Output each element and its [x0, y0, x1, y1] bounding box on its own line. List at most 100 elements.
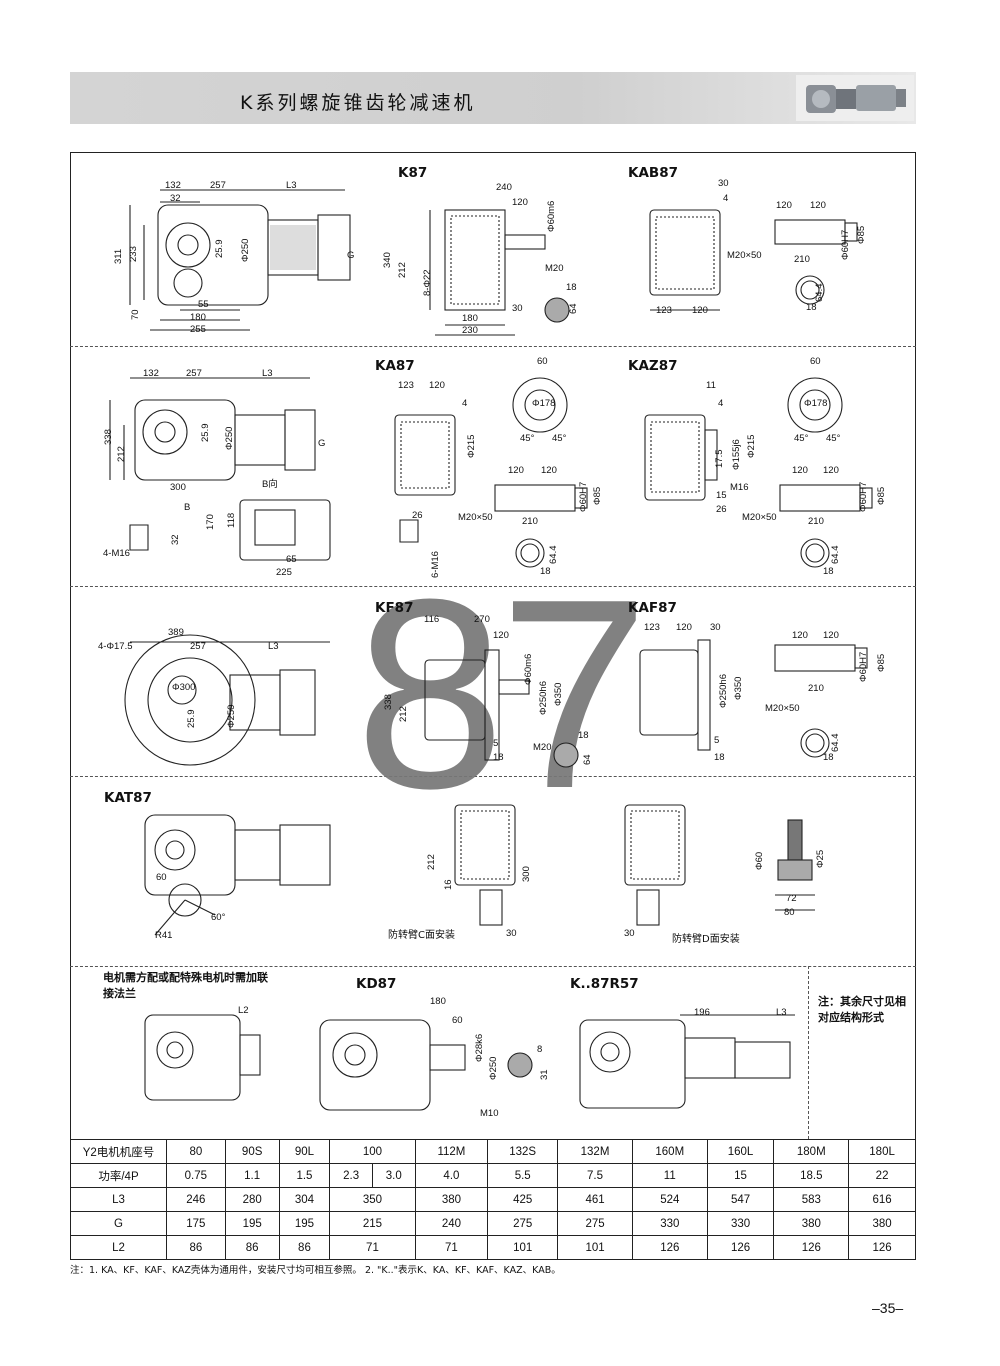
dim-label: 30 [512, 303, 523, 314]
k87r57-title: K..87R57 [570, 976, 639, 992]
table-cell: 126 [631, 1235, 708, 1260]
table-cell: 380 [848, 1211, 916, 1236]
dim-label: G [318, 438, 326, 449]
header-band [70, 72, 916, 124]
section-separator [70, 346, 916, 347]
dim-label: M20 [545, 263, 564, 274]
kat87-d-drawing [624, 804, 686, 926]
dim-label: 60° [211, 912, 226, 923]
dim-label: 32 [170, 534, 181, 545]
dim-label: 300 [521, 866, 532, 882]
table-cell: 2.3 [329, 1163, 373, 1188]
dim-label: Φ250 [488, 1056, 499, 1080]
k87r57-drawing [579, 1014, 795, 1109]
dim-label: 64.4 [814, 283, 825, 303]
dim-label: 338 [103, 429, 114, 445]
note-separator [808, 966, 809, 1139]
dim-label: 45° [552, 433, 567, 444]
dim-label: L3 [776, 1007, 787, 1018]
table-cell: 350 [329, 1187, 416, 1212]
dim-label: 26 [716, 504, 727, 515]
dim-label: 5 [493, 738, 499, 749]
row-header: Y2电机机座号 [70, 1139, 167, 1164]
dim-label: 118 [226, 512, 237, 528]
table-cell: 112M [414, 1139, 489, 1164]
dim-label: 120 [823, 630, 839, 641]
row-header: 功率/4P [70, 1163, 167, 1188]
dim-label: B向 [262, 479, 278, 490]
dim-label: M20×50 [458, 512, 493, 523]
spec-table: Y2电机机座号 80 90S 90L 100 112M 132S 132M 16… [70, 1139, 916, 1260]
dim-label: L3 [262, 368, 273, 379]
dim-label: 18 [823, 566, 834, 577]
dim-label: Φ85 [876, 486, 887, 505]
dim-label: 11 [706, 380, 716, 391]
dim-label: 30 [718, 178, 729, 189]
dim-label: Φ215 [746, 434, 757, 458]
table-row: 功率/4P 0.75 1.1 1.5 2.3 3.0 4.0 5.5 7.5 1… [70, 1163, 916, 1188]
dim-label: L3 [286, 180, 297, 191]
ka87-front-drawing [109, 377, 331, 561]
dim-label: 338 [383, 694, 394, 710]
dim-label: 30 [506, 928, 517, 939]
dim-label: 120 [792, 465, 808, 476]
section-separator [70, 966, 916, 967]
kd87-title: KD87 [356, 976, 397, 992]
section-separator [70, 586, 916, 587]
motor-flange-drawing [144, 1014, 261, 1101]
table-cell: 126 [848, 1235, 916, 1260]
table-cell: 90L [278, 1139, 331, 1164]
dim-label: 60 [452, 1015, 463, 1026]
dim-label: 32 [170, 193, 181, 204]
dim-label: 170 [205, 514, 216, 530]
dim-label: 4 [718, 398, 724, 409]
dim-label: 6-M16 [430, 551, 441, 578]
dim-label: 26 [412, 510, 423, 521]
table-cell: 86 [166, 1235, 226, 1260]
row-header: L2 [70, 1235, 167, 1260]
dim-label: 257 [210, 180, 226, 191]
dim-label: Φ60H7 [858, 651, 869, 682]
dim-label: 270 [474, 614, 490, 625]
dim-label: 64 [568, 303, 579, 314]
k87-side-drawing [429, 209, 570, 336]
table-cell: 18.5 [773, 1163, 850, 1188]
table-cell: 90S [224, 1139, 280, 1164]
dim-label: 65 [286, 554, 297, 565]
dim-label: 180 [190, 312, 206, 323]
dim-label: 123 [644, 622, 660, 633]
table-row: G 175 195 195 215 240 275 275 330 330 38… [70, 1211, 916, 1236]
dim-label: 31 [539, 1069, 550, 1080]
dim-label: 300 [170, 482, 186, 493]
table-cell: 547 [706, 1187, 775, 1212]
dim-label: 8-Φ22 [422, 269, 433, 296]
dim-label: L2 [238, 1005, 249, 1016]
dim-label: 18 [540, 566, 551, 577]
dim-label: Φ85 [876, 653, 887, 672]
table-cell: 3.0 [371, 1163, 416, 1188]
dim-label: 212 [398, 706, 409, 722]
dim-label: 120 [676, 622, 692, 633]
dim-label: 212 [397, 262, 408, 278]
table-cell: 275 [487, 1211, 559, 1236]
table-cell: 280 [224, 1187, 280, 1212]
dim-label: Φ85 [856, 225, 867, 244]
other-dims-note: 注：其余尺寸见相对应结构形式 [818, 995, 906, 1024]
dim-label: 116 [424, 614, 440, 625]
dim-label: 120 [429, 380, 445, 391]
dim-label: 45° [520, 433, 535, 444]
table-cell: 380 [414, 1187, 489, 1212]
table-cell: 101 [557, 1235, 633, 1260]
table-cell: 330 [706, 1211, 775, 1236]
dim-label: 132 [143, 368, 159, 379]
dim-label: Φ250 [226, 704, 237, 728]
table-cell: 180L [848, 1139, 916, 1164]
dim-label: M20×50 [765, 703, 800, 714]
dim-label: 120 [493, 630, 509, 641]
dim-label: 80 [784, 907, 795, 918]
table-cell: 175 [166, 1211, 226, 1236]
dim-label: M10 [480, 1108, 499, 1119]
dim-label: 25.9 [186, 709, 197, 729]
table-cell: 180M [773, 1139, 850, 1164]
dim-label: Φ250 [240, 238, 251, 262]
